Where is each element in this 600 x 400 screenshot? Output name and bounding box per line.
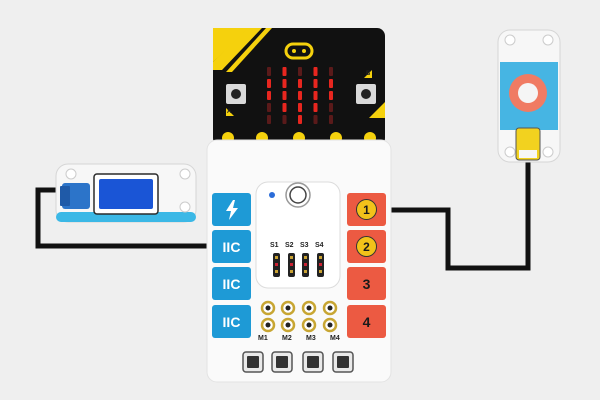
microbit-board: [213, 28, 385, 146]
port-4[interactable]: 4: [347, 305, 386, 338]
servo-label-s2: S2: [285, 242, 294, 249]
led-pixel: [282, 115, 287, 124]
port-iic-3-label: IIC: [222, 313, 241, 330]
port-3[interactable]: 3: [347, 267, 386, 300]
led-pixel: [298, 79, 302, 88]
led-pixel: [329, 67, 333, 76]
led-pixel: [267, 79, 271, 88]
led-pixel: [282, 67, 287, 76]
power-led: [269, 192, 275, 198]
led-pixel: [267, 67, 271, 76]
led-pixel: [313, 91, 318, 100]
button-a[interactable]: [226, 84, 246, 104]
led-pixel: [329, 115, 333, 124]
sensor-module: [497, 29, 561, 163]
port-1[interactable]: 1: [347, 193, 386, 226]
motor-label-m1: M1: [258, 335, 268, 342]
servo-connectors: [273, 253, 324, 277]
port-power[interactable]: [212, 193, 251, 226]
servo-label-s3: S3: [300, 242, 309, 249]
port-2[interactable]: 2: [347, 230, 386, 263]
microbit-logo-icon: [284, 42, 314, 60]
servo-label-s4: S4: [315, 242, 324, 249]
led-pixel: [329, 103, 333, 112]
port-iic-1[interactable]: IIC: [212, 230, 251, 263]
led-pixel: [298, 103, 302, 112]
led-pixel: [313, 79, 318, 88]
port-iic-2-label: IIC: [222, 275, 241, 292]
port-4-label: 4: [362, 313, 371, 330]
port-3-label: 3: [362, 275, 371, 292]
led-pixel: [329, 79, 333, 88]
port-1-label: 1: [356, 199, 377, 220]
motor-label-m4: M4: [330, 335, 340, 342]
led-pixel: [282, 79, 287, 88]
led-pixel: [282, 91, 287, 100]
motor-label-m2: M2: [282, 335, 292, 342]
oled-screen: [99, 179, 153, 209]
wire-sensor-to-port1: [388, 160, 531, 271]
led-pixel: [298, 91, 302, 100]
port-iic-1-label: IIC: [222, 238, 241, 255]
led-pixel: [282, 103, 287, 112]
power-lightning-icon: [225, 199, 238, 220]
led-pixel: [267, 115, 271, 124]
wire-oled-to-iic: [35, 187, 212, 249]
reset-button[interactable]: [285, 182, 311, 208]
led-pixel: [313, 67, 318, 76]
led-pixel: [298, 67, 302, 76]
button-b-label: B: [366, 71, 371, 77]
led-pixel: [313, 103, 318, 112]
port-iic-2[interactable]: IIC: [212, 267, 251, 300]
led-pixel: [267, 91, 271, 100]
button-a-label: A: [227, 109, 232, 115]
led-pixel: [329, 91, 333, 100]
servo-label-s1: S1: [270, 242, 279, 249]
button-b[interactable]: [356, 84, 376, 104]
bottom-connectors: [242, 351, 354, 373]
port-iic-3[interactable]: IIC: [212, 305, 251, 338]
led-matrix: [267, 67, 333, 124]
led-pixel: [298, 115, 302, 124]
oled-display-module: [55, 163, 197, 223]
motor-terminals: [260, 300, 338, 333]
port-2-label: 2: [356, 236, 377, 257]
led-pixel: [313, 115, 318, 124]
motor-label-m3: M3: [306, 335, 316, 342]
led-pixel: [267, 103, 271, 112]
expansion-board: [206, 139, 392, 383]
